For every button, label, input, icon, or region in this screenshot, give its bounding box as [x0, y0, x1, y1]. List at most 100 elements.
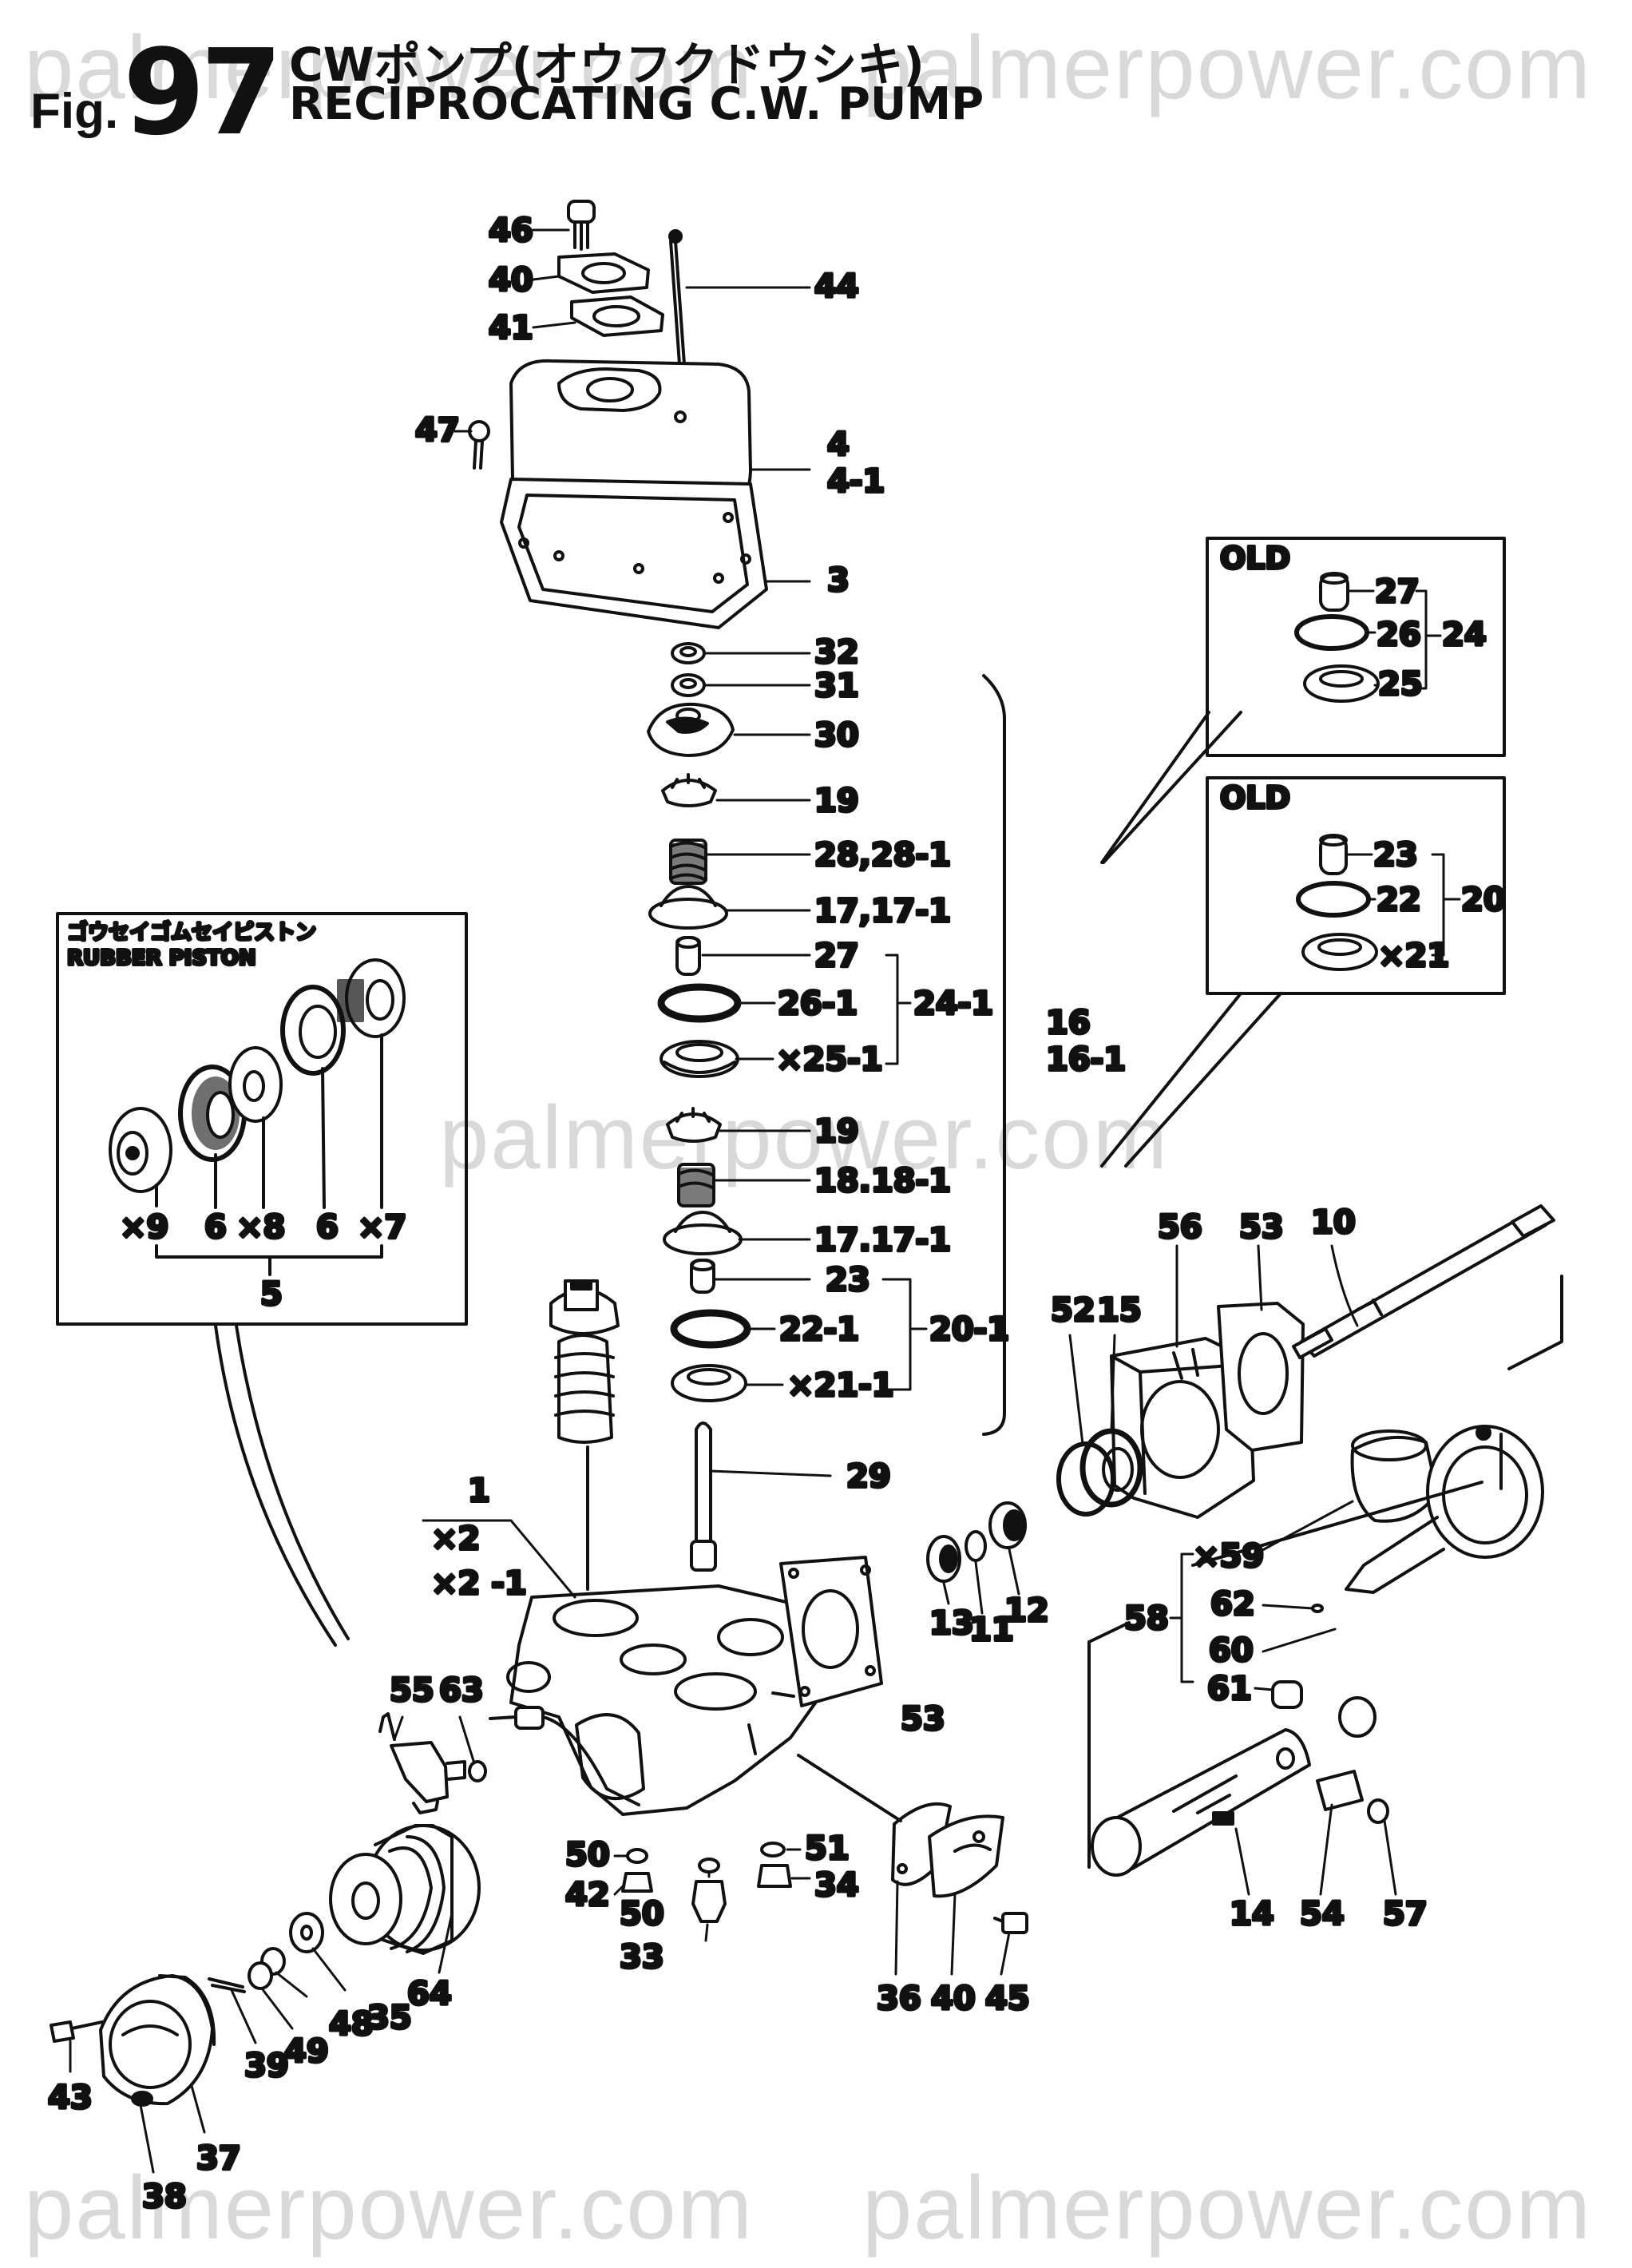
part-34-plug [757, 1864, 792, 1888]
old1-label-26: 26 [1377, 617, 1421, 653]
leader-lines [69, 228, 1461, 2174]
watermark-bottom-right: palmerpower.com [862, 2158, 1592, 2258]
label-27: 27 [814, 938, 859, 974]
part-40-cover-plate [557, 252, 650, 294]
part-44-rod [668, 229, 687, 377]
label-4: 4 [827, 426, 850, 463]
rubber-piston-callout-line [214, 1324, 337, 1647]
part-6-piston-cup-b [280, 985, 346, 1076]
part-3-gasket [500, 478, 768, 629]
part-52-circlip [1056, 1441, 1115, 1517]
label-38: 38 [142, 2179, 187, 2215]
label-4-1: 4-1 [827, 463, 885, 500]
part-18-spring [677, 1163, 715, 1207]
label-17-lower: 17.17-1 [814, 1222, 951, 1259]
label-24-1: 24-1 [913, 985, 993, 1022]
part-10-crankshaft [1292, 1204, 1555, 1359]
label-15: 15 [1097, 1292, 1142, 1329]
rp-label-6b: 6 [316, 1209, 339, 1246]
part-35-washer [289, 1912, 324, 1953]
part-37-pulley-cover [99, 1974, 216, 2106]
figure-title-english: RECIPROCATING C.W. PUMP [289, 78, 984, 130]
label-31: 31 [814, 668, 859, 704]
label-40-lower: 40 [931, 1981, 976, 2017]
label-33: 33 [620, 1939, 664, 1976]
old2-label-20: 20 [1461, 882, 1506, 918]
part-50-washer-a [626, 1848, 648, 1864]
part-6-piston-cup-a [178, 1065, 247, 1162]
rp-label-8: ×8 [236, 1209, 285, 1246]
part-21-1-valve-seat [671, 1364, 747, 1402]
label-49: 49 [284, 2033, 329, 2070]
part-47-screw [468, 420, 490, 470]
label-60: 60 [1209, 1632, 1254, 1669]
part-61-bushing [1271, 1680, 1377, 1738]
drain-cock-fitting [489, 1706, 545, 1730]
label-42: 42 [565, 1877, 610, 1913]
label-52: 52 [1051, 1292, 1095, 1329]
label-43: 43 [48, 2080, 93, 2116]
connecting-rod-bracket [1191, 1481, 1483, 1567]
part-53-crank-gasket [1217, 1302, 1305, 1452]
label-14: 14 [1230, 1896, 1274, 1933]
label-54: 54 [1300, 1896, 1345, 1933]
shaft-side-bracket [1507, 1275, 1563, 1370]
part-17-valve-lower [663, 1211, 743, 1255]
label-23: 23 [826, 1262, 870, 1299]
part-22-1-o-ring [670, 1309, 751, 1349]
label-46: 46 [489, 212, 533, 249]
label-2-1: ×2 -1 [431, 1565, 527, 1602]
label-64: 64 [407, 1976, 452, 2012]
label-2: ×2 [431, 1521, 480, 1557]
old-label-top: OLD [1220, 541, 1290, 576]
label-34: 34 [814, 1867, 859, 1904]
part-49-nut [248, 1961, 273, 1990]
part-54-piston-pin [1316, 1770, 1364, 1811]
label-50-b: 50 [620, 1896, 664, 1933]
label-20-1: 20-1 [929, 1311, 1009, 1348]
part-13-plug [926, 1535, 961, 1583]
label-41: 41 [489, 310, 533, 347]
part-50-washer-b [698, 1858, 720, 1873]
label-12: 12 [1004, 1592, 1049, 1629]
label-26-1: 26-1 [778, 985, 858, 1022]
rubber-piston-box [56, 912, 468, 1326]
part-7-piston-nut [337, 958, 406, 1038]
old2-label-22: 22 [1377, 882, 1421, 918]
label-21-1: ×21-1 [787, 1367, 894, 1404]
label-56: 56 [1158, 1209, 1202, 1246]
label-55: 55 [390, 1672, 434, 1709]
part-28-spring [669, 839, 707, 885]
rp-label-5: 5 [260, 1276, 283, 1313]
label-45: 45 [985, 1981, 1030, 2017]
part-62-bolt [1311, 1604, 1324, 1613]
part-19-valve-cage-upper [661, 773, 717, 807]
figure-prefix: Fig. [30, 84, 119, 139]
rubber-piston-title-jp: ゴウセイゴムセイピストン [67, 920, 316, 945]
label-29: 29 [846, 1458, 891, 1495]
label-50-a: 50 [565, 1837, 610, 1873]
part-53-side-flange [779, 1556, 883, 1707]
label-57: 57 [1383, 1896, 1428, 1933]
rubber-piston-title-en: RUBBER PISTON [67, 946, 256, 970]
part-26-1-o-ring [657, 983, 742, 1023]
label-58: 58 [1124, 1600, 1169, 1637]
old1-label-27: 27 [1375, 573, 1420, 610]
part-31-washer [671, 673, 706, 697]
part-11-washer [965, 1530, 987, 1562]
piston-assembly [549, 1279, 620, 1591]
label-61: 61 [1207, 1671, 1252, 1707]
part-23-seat-plug [690, 1259, 715, 1294]
rubber-piston-callout-line-2 [235, 1324, 350, 1640]
old2-label-21: ×21 [1378, 938, 1449, 974]
label-35: 35 [367, 2000, 412, 2036]
old1-label-24: 24 [1442, 617, 1487, 653]
part-60-connecting-rod [1345, 1425, 1544, 1594]
label-13: 13 [929, 1605, 974, 1642]
label-53-top: 53 [1239, 1209, 1284, 1246]
part-19-valve-cage-lower [666, 1107, 722, 1143]
group-bracket-16 [982, 674, 1006, 1436]
part-17-valve-upper [648, 885, 728, 930]
